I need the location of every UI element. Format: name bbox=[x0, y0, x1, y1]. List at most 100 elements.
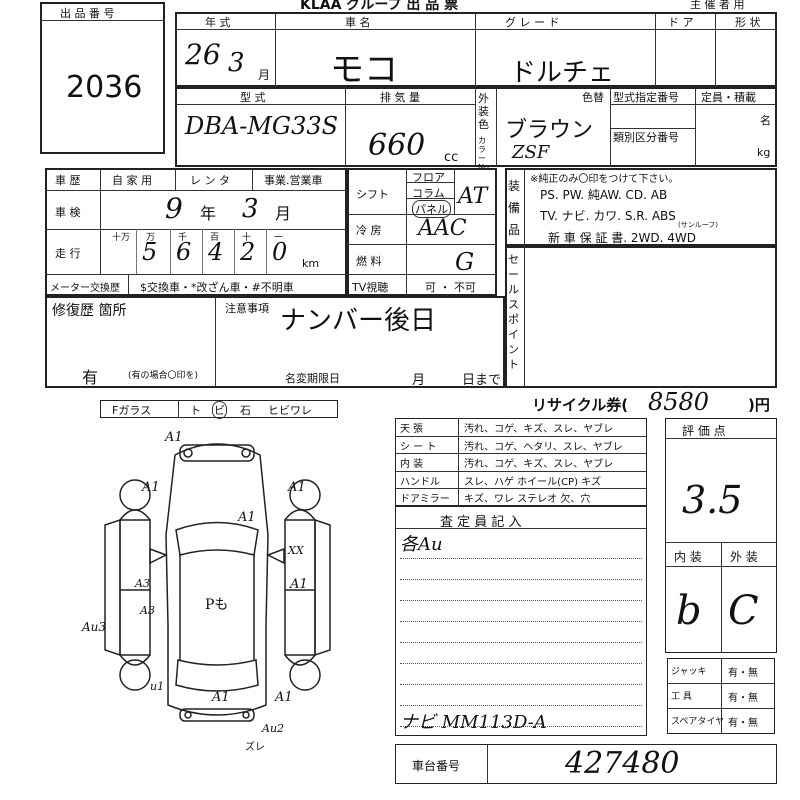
year-label: 年 式 bbox=[205, 16, 231, 29]
mark-a1-bottom-2: A1 bbox=[275, 690, 293, 705]
history-box bbox=[45, 168, 347, 296]
mileage-unit-label: 万 bbox=[146, 233, 156, 243]
rating-interior-label: 内 装 bbox=[674, 550, 702, 564]
equipment-row3: 新 車 保 証 書. 2WD. 4WD bbox=[548, 231, 696, 245]
condition-label: シ ー ト bbox=[400, 441, 437, 453]
mark-au3: Au3 bbox=[82, 620, 107, 634]
rating-interior-grade: b bbox=[676, 588, 702, 634]
car-damage-diagram bbox=[104, 443, 331, 722]
model-row-box bbox=[175, 87, 777, 167]
mileage-digit: 4 bbox=[208, 238, 224, 266]
host-label: 主 催 者 用 bbox=[690, 0, 745, 11]
tool-label: ジャッキ bbox=[671, 667, 707, 677]
mark-a3-left-1: A3 bbox=[135, 577, 150, 590]
shift-value: AT bbox=[458, 184, 488, 209]
fuel-value: G bbox=[455, 248, 475, 276]
rating-label: 評 価 点 bbox=[682, 424, 726, 438]
model-label: 型 式 bbox=[240, 91, 266, 104]
mileage-unit: km bbox=[302, 257, 320, 270]
condition-options[interactable]: 汚れ、コゲ、ヘタリ、スレ、ヤブレ bbox=[464, 441, 623, 453]
shift-option-column[interactable]: コラム bbox=[412, 187, 445, 200]
meter-text: $交換車・*改ざん車・#不明車 bbox=[140, 281, 294, 294]
tool-value[interactable]: 有・無 bbox=[728, 668, 758, 679]
mark-a1-mid: A1 bbox=[238, 510, 256, 525]
capacity-unit-person: 名 bbox=[760, 114, 771, 127]
year-value: 26 bbox=[185, 38, 221, 71]
glass-option-crack[interactable]: ヒビワレ bbox=[268, 404, 312, 417]
capacity-label: 定員・積載 bbox=[701, 91, 756, 104]
rating-exterior-label: 外 装 bbox=[730, 550, 758, 564]
glass-option-front[interactable]: Fガラス bbox=[112, 404, 152, 417]
mark-au2: Au2 bbox=[262, 722, 285, 735]
condition-label: ハンドル bbox=[400, 476, 440, 488]
mark-a1-bottom-1: A1 bbox=[212, 690, 230, 705]
usage-option-rental[interactable]: レ ン タ bbox=[190, 174, 230, 187]
lot-number: 2036 bbox=[66, 70, 143, 105]
mark-a1-top: A1 bbox=[165, 430, 183, 445]
glass-option-to[interactable]: ト bbox=[190, 404, 201, 417]
inspector-nav-note: ナビ MM113D-A bbox=[400, 712, 547, 733]
color-code: ZSF bbox=[512, 142, 550, 163]
recycle-value: 8580 bbox=[648, 388, 710, 416]
usage-option-private[interactable]: 自 家 用 bbox=[112, 174, 152, 187]
glass-option-circled[interactable]: ビ bbox=[212, 401, 227, 419]
inspector-label: 査 定 員 記 入 bbox=[440, 515, 522, 530]
mark-a1-side: A1 bbox=[290, 577, 308, 592]
month-value: 3 bbox=[228, 48, 245, 78]
inspection-label: 車 検 bbox=[55, 206, 81, 219]
tool-value[interactable]: 有・無 bbox=[728, 693, 758, 704]
tool-label: 工 具 bbox=[671, 692, 692, 702]
condition-label: ドアミラー bbox=[400, 494, 450, 506]
displacement-label: 排 気 量 bbox=[380, 91, 420, 104]
name-change-month: 月 bbox=[412, 373, 426, 388]
mark-a1-right: A1 bbox=[288, 480, 306, 495]
tool-label: スペアタイヤ bbox=[671, 717, 725, 727]
sales-point-box bbox=[505, 246, 777, 388]
condition-options[interactable]: 汚れ、コゲ、キズ、スレ、ヤブレ bbox=[464, 424, 614, 435]
name-change-label: 名変期限日 bbox=[285, 372, 340, 385]
shift-option-floor[interactable]: フロア bbox=[412, 171, 445, 184]
condition-options[interactable]: スレ、ハゲ ホイール(CP) キズ bbox=[464, 476, 602, 488]
conditions-box bbox=[395, 418, 647, 506]
condition-options[interactable]: 汚れ、コゲ、キズ、スレ、ヤブレ bbox=[464, 459, 614, 471]
interior-color-label: 色替 bbox=[582, 91, 604, 104]
recycle-label: リサイクル券( bbox=[532, 396, 629, 414]
year-month-unit: 月 bbox=[258, 68, 271, 82]
equipment-row1: PS. PW. 純AW. CD. AB bbox=[540, 188, 668, 202]
shift-option-panel[interactable]: パネル bbox=[412, 200, 451, 218]
tool-value[interactable]: 有・無 bbox=[728, 718, 758, 729]
car-name-label: 車 名 bbox=[345, 16, 371, 29]
vehicle-top-box bbox=[175, 12, 777, 87]
rating-score: 3.5 bbox=[682, 478, 743, 522]
usage-option-business[interactable]: 事業.営業車 bbox=[264, 174, 323, 187]
equipment-note: ※純正のみ〇印をつけて下さい。 bbox=[530, 174, 679, 185]
door-label: ド ア bbox=[668, 16, 694, 29]
condition-label: 内 装 bbox=[400, 459, 424, 471]
mark-xx: XX bbox=[288, 544, 304, 557]
notes-value: ナンバー後日 bbox=[280, 306, 437, 336]
mark-a3-left-2: A3 bbox=[140, 604, 155, 617]
name-change-day: 日まで bbox=[462, 373, 502, 388]
lot-number-label: 出 品 番 号 bbox=[60, 7, 115, 20]
condition-label: 天 張 bbox=[400, 424, 424, 435]
glass-option-stone[interactable]: 石 bbox=[240, 404, 251, 417]
mileage-unit-label: 十 bbox=[242, 233, 252, 243]
ac-value: AAC bbox=[418, 216, 467, 241]
mileage-digit: 5 bbox=[142, 238, 158, 266]
equipment-row2: TV. ナビ. カワ. S.R. ABS bbox=[540, 209, 676, 223]
org-title: KLAA グループ 出 品 票 bbox=[300, 0, 459, 13]
usage-label: 車 歴 bbox=[55, 174, 81, 187]
displacement-unit: cc bbox=[444, 150, 459, 165]
mileage-digit: 6 bbox=[176, 238, 192, 266]
shift-label: シフト bbox=[356, 188, 389, 201]
condition-options[interactable]: キズ、ワレ ステレオ 欠、穴 bbox=[464, 494, 591, 506]
fuel-label: 燃 料 bbox=[356, 255, 382, 268]
mark-a1-left: A1 bbox=[142, 480, 160, 495]
inspector-line1: 各Au bbox=[400, 534, 443, 555]
equipment-label: 装備品 bbox=[508, 179, 521, 237]
repair-note: (有の場合〇印を) bbox=[128, 371, 199, 381]
mileage-unit-label: 一 bbox=[274, 233, 284, 243]
grade-value: ドルチェ bbox=[510, 58, 615, 88]
model-value: DBA-MG33S bbox=[185, 112, 339, 140]
ac-label: 冷 房 bbox=[356, 224, 382, 237]
